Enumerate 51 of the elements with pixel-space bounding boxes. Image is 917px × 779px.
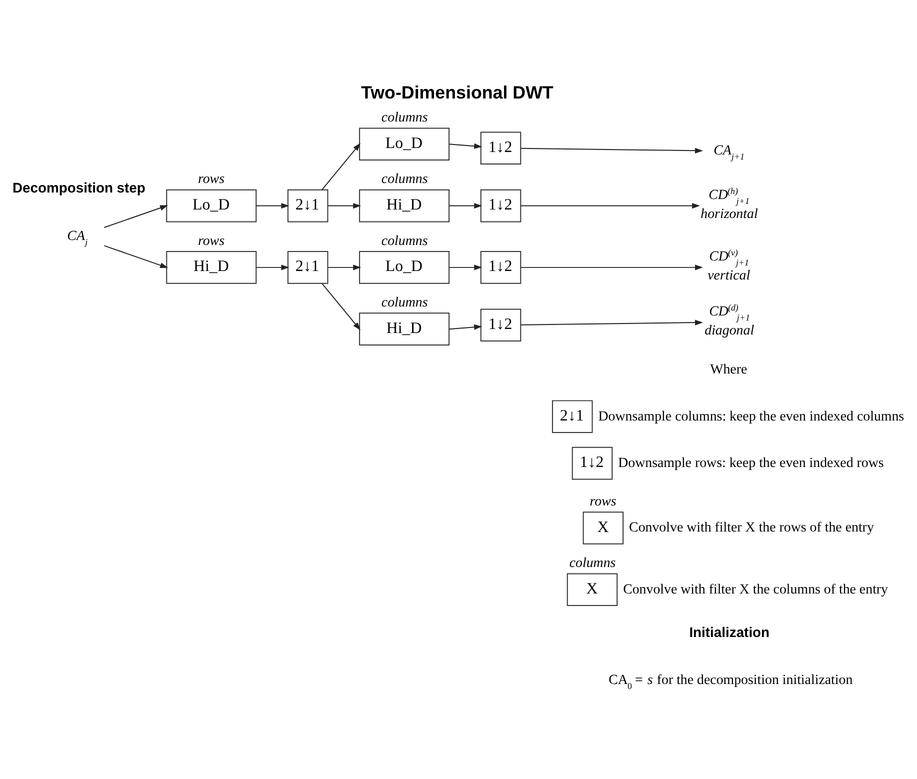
node-label: columns	[381, 233, 428, 248]
node-box: 2↓1	[552, 400, 593, 432]
node-label: columns	[381, 110, 428, 125]
node-box: 1↓2	[480, 308, 522, 342]
node-label: Downsample rows: keep the even indexed rows	[618, 456, 884, 471]
node-label: rows	[198, 172, 225, 187]
label: Initialization	[689, 624, 770, 640]
arrow	[256, 202, 290, 208]
node-label: Downsample columns: keep the even indexed columns	[598, 408, 904, 424]
arrow	[448, 202, 482, 208]
arrow	[520, 319, 703, 325]
node-box: Hi_D	[359, 312, 450, 345]
arrow	[520, 264, 703, 270]
node-label: columns	[569, 555, 616, 570]
diagram-title: Two-Dimensional DWT	[361, 82, 554, 102]
node-label: Convolve with filter X the rows of the entry	[629, 520, 874, 536]
node-box: Hi_D	[359, 188, 450, 222]
arrow	[520, 147, 703, 153]
arrow	[104, 244, 168, 268]
node-label: rows	[198, 233, 225, 248]
node-box: 1↓2	[572, 446, 613, 480]
arrow	[328, 264, 362, 270]
node-label: Convolve with filter X the columns of the entry	[623, 582, 888, 597]
arrow	[104, 204, 168, 228]
label: Decomposition step	[12, 179, 146, 196]
arrow	[322, 282, 361, 330]
node-label: columns	[381, 172, 428, 187]
node-box: Lo_D	[359, 127, 450, 160]
arrow	[448, 324, 482, 330]
node-text: CA$_{j}$	[67, 228, 88, 246]
node-label: rows	[590, 494, 616, 509]
arrow	[448, 142, 482, 148]
node-box: 1↓2	[480, 131, 522, 164]
node-box: 1↓2	[480, 188, 522, 222]
node-text: CA$_{j+1}$	[714, 142, 744, 161]
node-box: 1↓2	[480, 250, 522, 284]
node-box: Hi_D	[166, 250, 257, 284]
arrow	[322, 142, 361, 190]
arrow	[448, 264, 482, 270]
node-box: X	[582, 511, 624, 544]
label: Where	[710, 362, 748, 378]
arrow	[328, 202, 362, 208]
node-box: 2↓1	[287, 250, 328, 284]
node-box: X	[566, 572, 618, 606]
node-label: columns	[381, 294, 428, 310]
node-box: Lo_D	[359, 250, 450, 284]
arrow	[256, 264, 290, 270]
node-box: 2↓1	[287, 188, 328, 222]
arrow	[520, 202, 700, 208]
node-box: Lo_D	[166, 188, 257, 222]
label: CA$_{0}$ = s for the decomposition initialization	[608, 672, 853, 690]
